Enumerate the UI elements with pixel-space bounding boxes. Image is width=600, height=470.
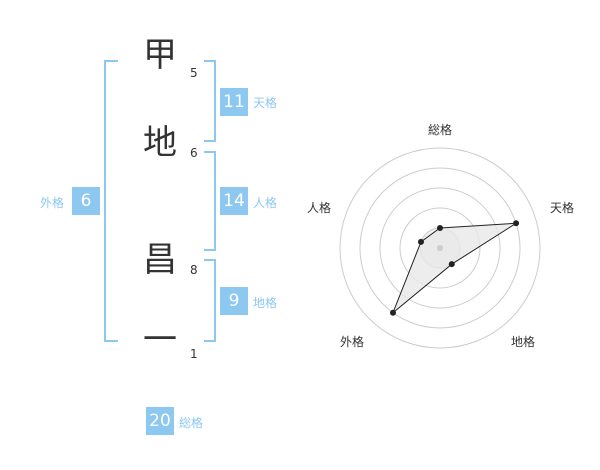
gaikaku-bracket [104,60,118,342]
name-char-4: 一 [143,320,177,360]
gaikaku-label: 外格 [40,196,65,210]
jinkaku-bracket [204,151,216,251]
radar-ring-4 [339,147,541,349]
radar-ring-1 [399,207,481,289]
radar-point-3 [389,309,396,316]
radar-point-2 [448,261,455,268]
name-char-1: 甲 [143,35,177,75]
chikaku-value: 9 [220,287,248,315]
stroke-count-2: 6 [190,146,198,160]
chikaku-label: 地格 [253,296,278,310]
gaikaku-value: 6 [72,187,100,215]
radar-polygon [392,222,517,314]
jinkaku-label: 人格 [253,196,278,210]
radar-ring-3 [359,167,521,329]
name-char-3: 昌 [143,240,177,280]
tenkaku-label: 天格 [253,96,278,110]
radar-label-chikaku: 地格 [511,335,536,349]
soukaku-label: 総格 [179,416,204,430]
jinkaku-value: 14 [220,187,248,215]
stroke-count-3: 8 [190,263,198,277]
radar-label-tenkaku: 天格 [550,201,575,215]
radar-label-jinkaku: 人格 [307,201,332,215]
name-char-2: 地 [143,123,177,163]
stroke-count-1: 5 [190,66,198,80]
radar-center-dot [437,245,443,251]
radar-label-soukaku: 総格 [428,123,453,137]
chikaku-bracket [204,259,216,342]
radar-point-1 [513,220,520,227]
radar-point-0 [437,225,443,231]
radar-label-gaikaku: 外格 [340,335,365,349]
stroke-count-4: 1 [190,347,198,361]
radar-point-4 [417,238,424,245]
tenkaku-value: 11 [220,88,248,116]
tenkaku-bracket [204,60,216,142]
radar-ring-2 [379,187,501,309]
soukaku-value: 20 [146,407,174,435]
